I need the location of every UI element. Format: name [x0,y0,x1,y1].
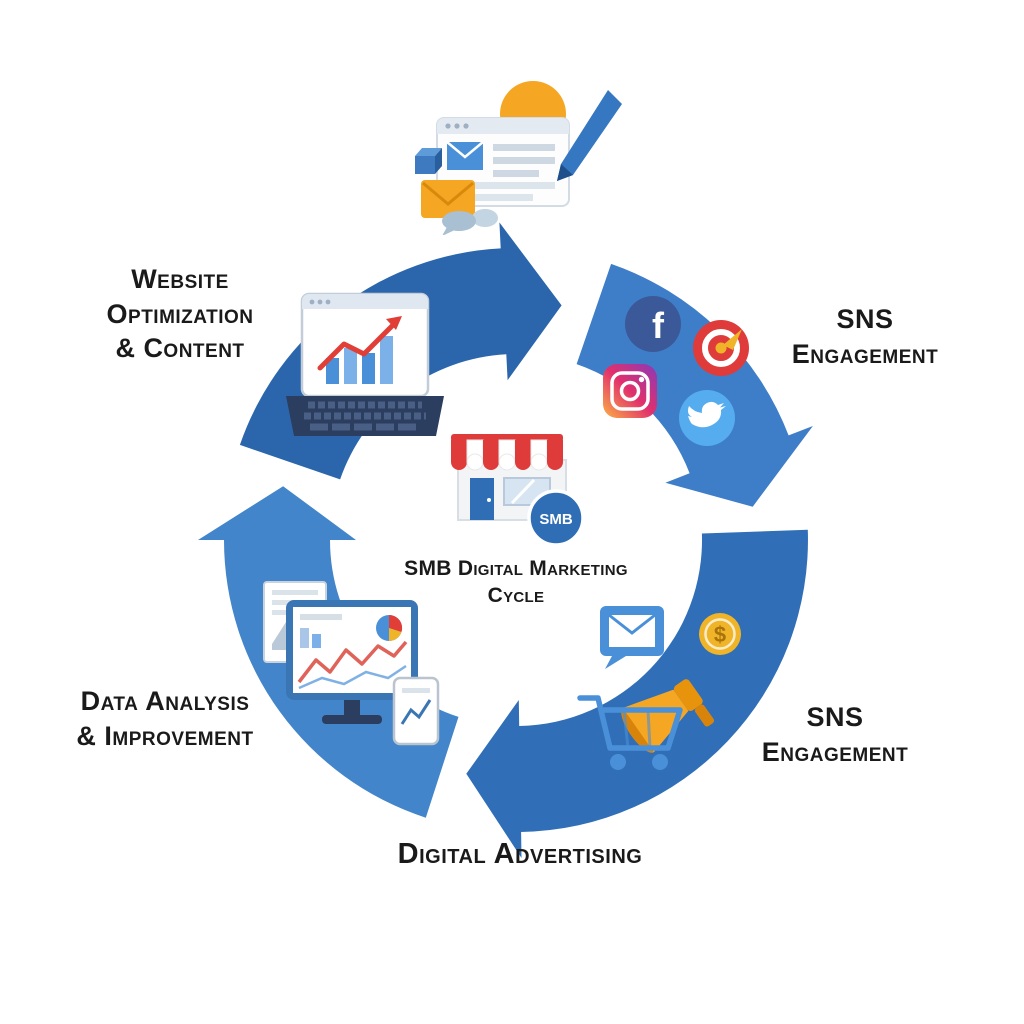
instagram-icon [603,364,657,418]
label-line: Digital Advertising [397,838,643,870]
monitor-stand [344,700,360,715]
label-data-analysis: Data Analysis & Improvement [25,684,305,753]
pen-icon [557,90,622,181]
email-icon [600,606,664,669]
cycle-segment-bottom-right [466,529,808,858]
label-sns-engagement-bottom: SNS Engagement [725,700,945,769]
website-laptop-chart-icon [286,292,444,436]
keyboard-keys [304,401,426,431]
content-creation-icon [415,81,622,235]
center-title-line: Cycle [487,583,545,607]
label-line: Engagement [791,338,939,369]
target-icon [693,320,749,376]
facebook-letter: f [652,305,665,346]
center-title: SMB Digital Marketing Cycle [376,556,656,610]
growth-arrow-icon [317,316,402,371]
label-line: Data Analysis [80,686,250,716]
awning-icon [451,434,563,471]
label-line: SNS [806,702,864,732]
tablet-icon [392,676,440,746]
label-line: SNS [836,304,894,334]
coin-symbol: $ [714,622,726,647]
cube-icon [415,148,442,174]
label-digital-advertising: Digital Advertising [330,836,710,873]
smb-badge: SMB [527,489,585,547]
label-line: Website [131,264,229,294]
line-chart-icon [297,640,408,684]
smb-badge-label: SMB [539,511,573,528]
label-line: & Content [115,333,245,364]
bar-chart-icon [326,336,393,384]
twitter-icon [679,390,735,446]
speech-bubble-icon [442,209,498,235]
label-sns-engagement-top: SNS Engagement [755,302,975,371]
label-line: Optimization [106,298,254,329]
monitor-icon [286,600,418,700]
label-line: Engagement [761,736,909,767]
center-title-line: SMB Digital Marketing [404,557,628,580]
analytics-monitor-icon [263,581,440,746]
megaphone-icon [621,679,715,753]
social-icons: f [603,296,749,446]
shopping-cart-icon [577,695,683,770]
advertising-icons: $ [577,606,741,770]
label-website-optimization: Website Optimization & Content [30,262,330,366]
label-line: & Improvement [76,720,254,751]
envelope-icon [421,180,475,218]
facebook-icon: f [625,296,681,352]
coin-icon: $ [699,613,741,655]
storefront-icon: SMB [451,434,585,547]
